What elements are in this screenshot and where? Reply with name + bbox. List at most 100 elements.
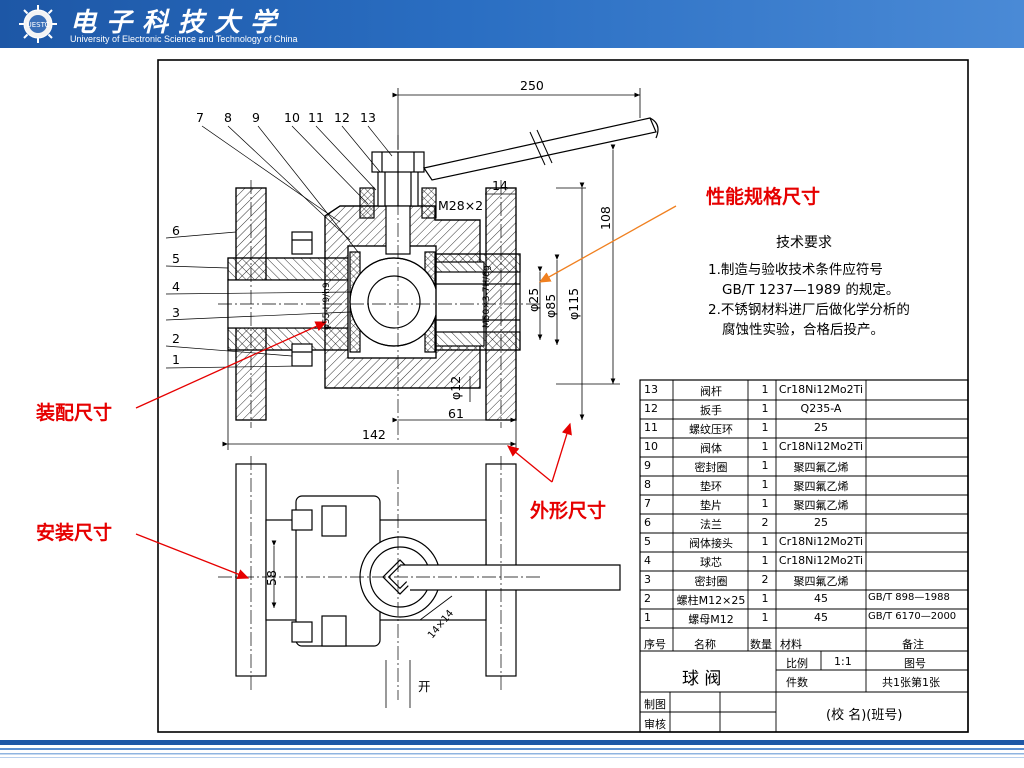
title-block-checked-label: 审核	[644, 718, 666, 731]
table-header-no: 序号	[644, 638, 666, 651]
row-material: 聚四氟乙烯	[793, 499, 849, 512]
row-qty: 2	[761, 516, 769, 529]
svg-text:UESTC: UESTC	[27, 21, 50, 29]
row-no: 11	[644, 421, 658, 434]
annotation-assembly-dimension: 装配尺寸	[36, 402, 113, 424]
dim-14: 14	[492, 178, 508, 193]
top-view	[235, 463, 621, 677]
row-no: 7	[644, 497, 651, 510]
annotation-installation-dimension: 安装尺寸	[36, 522, 113, 544]
table-header-material: 材料	[780, 638, 802, 651]
row-note: GB/T 898—1988	[868, 592, 950, 603]
row-material: Cr18Ni12Mo2Ti	[778, 383, 864, 396]
part-label-11: 11	[308, 110, 324, 125]
dim-phi115: φ115	[566, 287, 581, 320]
row-note: GB/T 6170—2000	[868, 611, 957, 622]
row-qty: 1	[761, 440, 769, 453]
title-block-sheet: 共1张第1张	[882, 676, 940, 689]
row-no: 9	[644, 459, 651, 472]
tech-req-line3: 2.不锈钢材料进厂后做化学分析的	[708, 302, 910, 318]
dim-58: 58	[264, 570, 279, 586]
university-name-cn: 电子科技大学	[70, 8, 287, 38]
drawing-border	[157, 59, 969, 733]
annotation-performance-dimension: 性能规格尺寸	[706, 186, 821, 208]
row-qty: 1	[761, 497, 769, 510]
row-name: 阀体接头	[689, 537, 733, 550]
row-name: 密封圈	[694, 575, 728, 588]
part-label-6: 6	[172, 223, 180, 238]
tech-req-line2: GB/T 1237—1989 的规定。	[722, 282, 900, 298]
row-qty: 1	[761, 421, 769, 434]
annotation-outline-dimension: 外形尺寸	[530, 500, 607, 522]
row-no: 2	[644, 592, 651, 605]
row-qty: 1	[761, 402, 769, 415]
row-no: 10	[644, 440, 658, 453]
row-material: Cr18Ni12Mo2Ti	[778, 535, 864, 548]
part-label-1: 1	[172, 352, 180, 367]
row-material: Cr18Ni12Mo2Ti	[778, 554, 864, 567]
part-label-3: 3	[172, 305, 180, 320]
row-name: 垫片	[700, 499, 722, 512]
dim-phi12: φ12	[448, 375, 463, 400]
part-label-2: 2	[172, 331, 180, 346]
row-material: Q235-A	[800, 402, 842, 415]
title-block-count-label: 件数	[786, 676, 808, 689]
title-block-drawing-no-label: 图号	[904, 657, 926, 670]
dim-phi25: φ25	[526, 287, 541, 312]
row-qty: 1	[761, 383, 769, 396]
row-material: 45	[814, 611, 828, 624]
footer-decorative-lines	[0, 740, 1024, 758]
part-label-5: 5	[172, 251, 180, 266]
part-label-9: 9	[252, 110, 260, 125]
part-label-8: 8	[224, 110, 232, 125]
part-label-13: 13	[360, 110, 376, 125]
row-name: 阀杆	[700, 385, 722, 398]
row-material: 聚四氟乙烯	[793, 480, 849, 493]
row-qty: 2	[761, 573, 769, 586]
table-header-note: 备注	[902, 638, 924, 651]
row-material: 25	[814, 516, 828, 529]
row-material: Cr18Ni12Mo2Ti	[778, 440, 864, 453]
label-open: 开	[418, 679, 431, 694]
row-name: 扳手	[700, 404, 722, 417]
dim-61: 61	[448, 406, 464, 421]
row-no: 6	[644, 516, 651, 529]
row-name: 垫环	[700, 480, 722, 493]
dim-phi85: φ85	[543, 293, 558, 318]
row-qty: 1	[761, 592, 769, 605]
parts-table-grid	[639, 379, 969, 733]
row-material: 聚四氟乙烯	[793, 461, 849, 474]
row-name: 球芯	[700, 556, 722, 569]
header-bar: UESTC 电子科技大学 University of Electronic Sc…	[0, 0, 1024, 48]
front-section-view	[227, 117, 659, 421]
row-name: 法兰	[700, 518, 722, 531]
title-block-scale-value: 1:1	[834, 655, 852, 668]
dim-250: 250	[520, 78, 544, 93]
row-qty: 1	[761, 554, 769, 567]
title-block-scale-label: 比例	[786, 657, 808, 670]
row-no: 1	[644, 611, 651, 624]
row-material: 25	[814, 421, 828, 434]
part-label-10: 10	[284, 110, 300, 125]
tech-req-line1: 1.制造与验收技术条件应符号	[708, 262, 883, 278]
title-block-drawn-label: 制图	[644, 698, 666, 711]
dim-m50: M50×3-7H/6g	[482, 265, 492, 328]
university-name-en: University of Electronic Science and Tec…	[70, 34, 298, 44]
dim-108: 108	[598, 206, 613, 230]
part-label-12: 12	[334, 110, 350, 125]
row-no: 13	[644, 383, 658, 396]
row-qty: 1	[761, 535, 769, 548]
row-qty: 1	[761, 459, 769, 472]
row-name: 螺柱M12×25	[676, 594, 746, 607]
title-block-name: 球 阀	[682, 669, 722, 689]
university-logo-icon: UESTC	[19, 5, 57, 43]
row-material: 聚四氟乙烯	[793, 575, 849, 588]
title-block-school: (校 名)(班号)	[826, 708, 903, 723]
dim-142: 142	[362, 427, 386, 442]
row-name: 螺母M12	[688, 613, 734, 626]
row-qty: 1	[761, 478, 769, 491]
row-name: 螺纹压环	[689, 423, 733, 436]
row-name: 密封圈	[694, 461, 728, 474]
table-header-name: 名称	[694, 638, 716, 651]
